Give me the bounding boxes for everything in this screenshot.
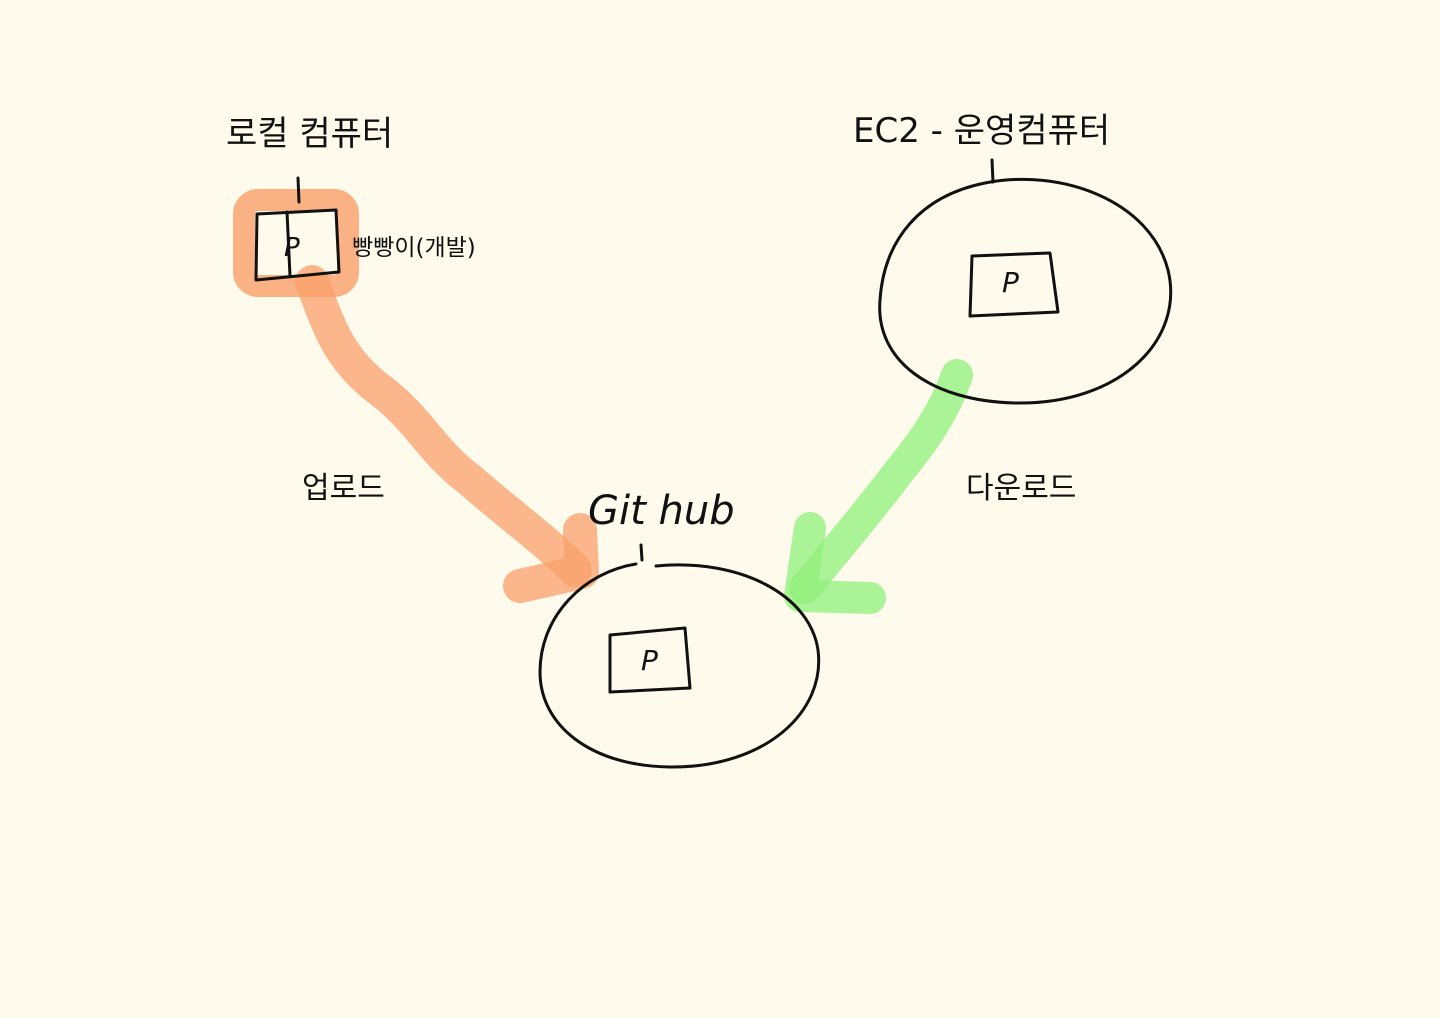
local-connector (296, 176, 301, 204)
local-project-divider (285, 210, 292, 278)
upload-arrowhead (503, 513, 599, 603)
local-side-note: 빵빵이(개발) (352, 235, 476, 261)
github-project-box (608, 626, 692, 694)
download-arrowhead (784, 512, 886, 614)
local-computer-label: 로컬 컴퓨터 (226, 114, 393, 154)
ec2-project-box (968, 251, 1060, 318)
github-label: Git hub (588, 488, 735, 534)
local-project-box (254, 208, 341, 282)
upload-arrow (295, 265, 592, 587)
download-label: 다운로드 (966, 471, 1076, 506)
ec2-connector (990, 158, 995, 184)
github-circle (538, 562, 821, 769)
github-project-label: P (641, 644, 658, 677)
ec2-label: EC2 - 운영컴퓨터 (853, 111, 1110, 151)
github-connector (639, 543, 644, 562)
ec2-project-label: P (1002, 266, 1019, 299)
local-project-label: P (284, 233, 300, 263)
ec2-circle (878, 177, 1173, 405)
upload-label: 업로드 (302, 471, 385, 506)
download-arrow (789, 359, 973, 604)
